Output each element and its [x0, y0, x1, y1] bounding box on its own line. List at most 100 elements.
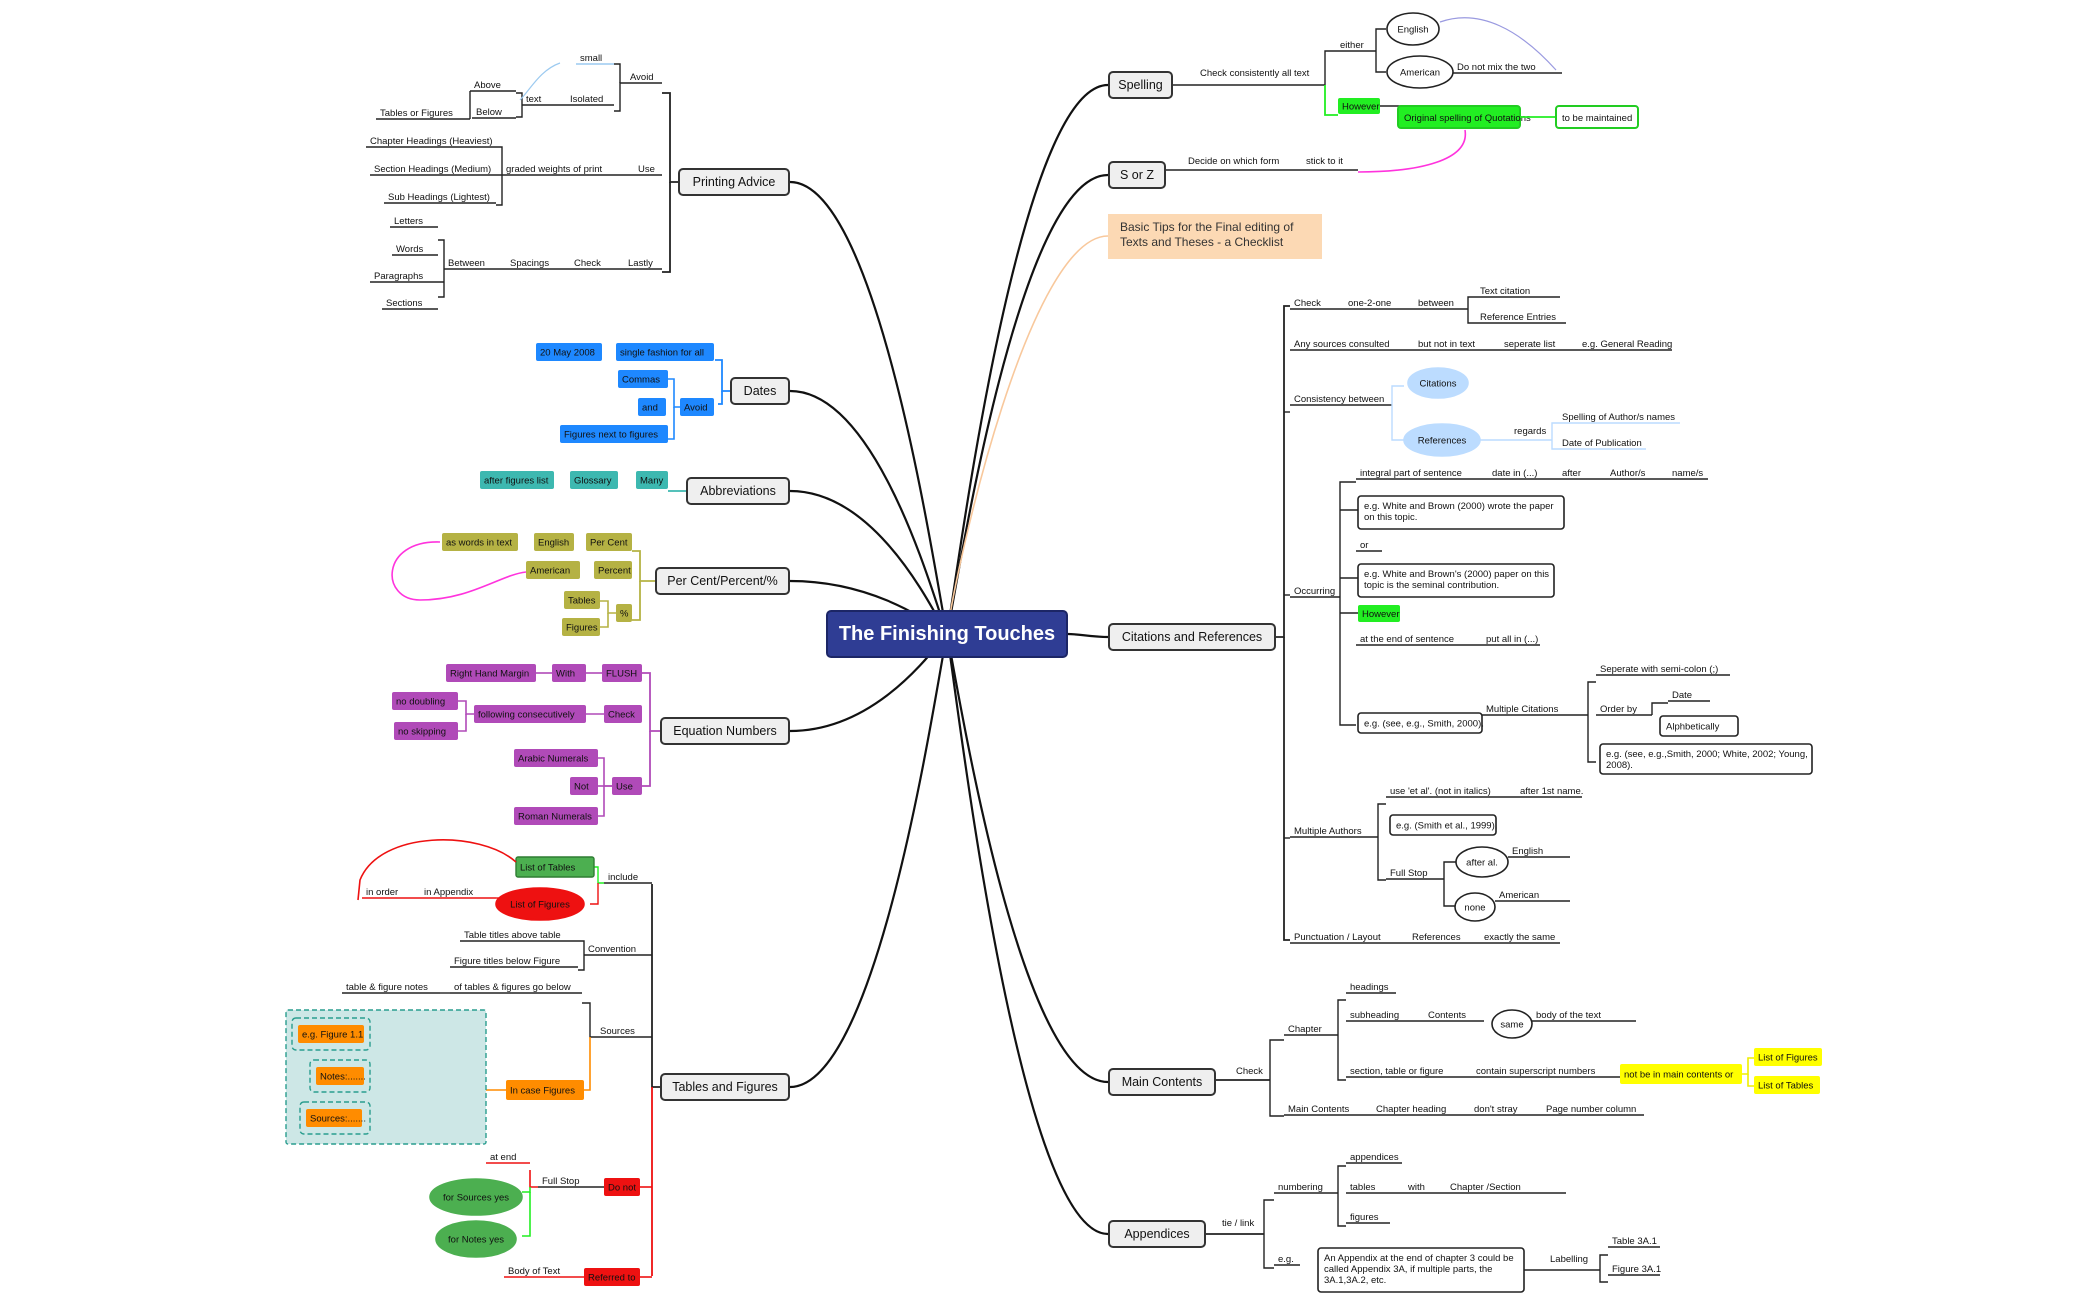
abbr-many-label: Many: [640, 476, 663, 487]
spelling-english-node: English: [1397, 25, 1428, 36]
topic-citations-and-references[interactable]: Citations and References: [1108, 623, 1276, 651]
main-lof-label-tag: [1754, 1048, 1822, 1066]
citations-integral-label: integral part of sentence: [1360, 468, 1462, 479]
citations-separate-label: seperate list: [1504, 339, 1556, 350]
citations-date-label: Date: [1672, 690, 1692, 701]
equation-no-skipping-label: no skipping: [398, 727, 446, 738]
topic-printing-advice[interactable]: Printing Advice: [678, 168, 790, 196]
percent-symbol-label: %: [620, 609, 629, 620]
tf-eg-fig-label: e.g. Figure 1.1: [302, 1030, 363, 1041]
citations-full-stop: Full Stop: [1390, 868, 1428, 879]
equation-check-label-tag: [604, 705, 642, 723]
topic-dates[interactable]: Dates: [730, 377, 790, 405]
equation-with-label: With: [556, 669, 575, 680]
connector-line: [578, 955, 585, 971]
abbr-many-label-tag: [636, 471, 668, 489]
topic-appendices[interactable]: Appendices: [1108, 1220, 1206, 1248]
appendices-chapter-section-label: Chapter /Section: [1450, 1182, 1521, 1193]
connector-line: [496, 175, 503, 206]
printing-lastly-label: Lastly: [628, 258, 653, 269]
trunk-printing: [789, 180, 949, 635]
citations-after-label: after: [1562, 468, 1581, 479]
citations-exactly-label: exactly the same: [1484, 932, 1555, 943]
citations-text-citation: Text citation: [1480, 286, 1530, 297]
topic-spelling[interactable]: Spelling: [1108, 71, 1173, 99]
connector-line: [1269, 1080, 1284, 1117]
connector-line: [516, 105, 523, 118]
appendices-tables-label: tables: [1350, 1182, 1376, 1193]
connector-line: [614, 63, 621, 83]
connector-line: [1467, 309, 1476, 324]
citations-citations-node: Citations: [1420, 379, 1457, 390]
citations-end-sentence: at the end of sentence: [1360, 634, 1454, 645]
citations-after-al-node-shape: [1455, 846, 1509, 878]
central-topic[interactable]: The Finishing Touches: [826, 610, 1068, 658]
printing-above-label: Above: [474, 80, 501, 91]
citations-eg-general-label: e.g. General Reading: [1582, 339, 1672, 350]
main-mc-label: Main Contents: [1288, 1104, 1350, 1115]
sorz-relationship-line: [1357, 129, 1466, 173]
connector-line: [600, 613, 609, 628]
connector-line: [718, 391, 723, 405]
citations-eg-smith-et-box: [1389, 814, 1497, 836]
percent-per-cent-label-tag: [586, 533, 632, 551]
topic-main-contents[interactable]: Main Contents: [1108, 1068, 1216, 1096]
connector-line: [662, 92, 678, 183]
citations-or-label: or: [1360, 540, 1368, 551]
main-lof-label: List of Figures: [1758, 1053, 1818, 1064]
percent-american-label: American: [530, 566, 570, 577]
tf-do-not-label: Do not: [608, 1183, 636, 1194]
appendices-eg-label: e.g.: [1278, 1254, 1294, 1265]
connector-line: [1283, 637, 1290, 941]
dates-single-label-tag: [616, 343, 714, 361]
dates-and-label: and: [642, 403, 658, 414]
tf-notes-dots-label: Notes:.......: [320, 1072, 366, 1083]
connector-line: [632, 581, 641, 621]
percent-tables-label: Tables: [568, 596, 596, 607]
citations-however-label-tag: [1358, 605, 1400, 622]
citations-multiple-citations: Multiple Citations: [1486, 704, 1559, 715]
connector-line: [598, 786, 605, 817]
connector-line: [584, 1037, 591, 1091]
tf-notes-label: table & figure notes: [346, 982, 428, 993]
tf-convention-label: Convention: [588, 944, 636, 955]
citations-date-in-label: date in (...): [1492, 468, 1537, 479]
citations-english-label: English: [1512, 846, 1543, 857]
printing-paragraphs-label: Paragraphs: [374, 271, 423, 282]
topic-s-or-z[interactable]: S or Z: [1108, 161, 1166, 189]
percent-per-cent-label: Per Cent: [590, 538, 628, 549]
main-body-label: body of the text: [1536, 1010, 1601, 1021]
percent-english-label: English: [538, 538, 569, 549]
appendices-eg-text: An Appendix at the end of chapter 3 coul…: [1324, 1253, 1514, 1286]
connector-line: [614, 82, 626, 112]
connector-line: [458, 714, 467, 732]
trunk-citations: [1067, 632, 1109, 639]
tf-dash-box-1: [291, 1017, 371, 1051]
citations-eg2: e.g. White and Brown's (2000) paper on t…: [1364, 569, 1549, 591]
connector-line: [582, 1002, 596, 1038]
citations-alpha-box: [1659, 715, 1739, 737]
citations-consistency-label: Consistency between: [1294, 394, 1384, 405]
percent-relationship-line: [391, 541, 527, 601]
spelling-relationship-line: [1439, 17, 1557, 71]
percent-tables-label-tag: [564, 591, 600, 609]
dates-date-label-tag: [536, 343, 602, 361]
connector-line: [458, 700, 474, 715]
citations-american-label: American: [1499, 890, 1539, 901]
topic-tables-and-figures[interactable]: Tables and Figures: [660, 1073, 790, 1101]
printing-below-label: Below: [476, 107, 502, 118]
connector-line: [1377, 837, 1386, 881]
spelling-american-node-shape: [1386, 55, 1454, 89]
description-note[interactable]: Basic Tips for the Final editing of Text…: [1108, 214, 1322, 259]
trunk-dates: [789, 389, 949, 635]
connector-line: [642, 672, 660, 732]
tf-lot-label: List of Tables: [520, 863, 576, 874]
connector-line: [1587, 681, 1596, 715]
topic-per-cent[interactable]: Per Cent/Percent/%: [655, 567, 790, 595]
topic-equation-numbers[interactable]: Equation Numbers: [660, 717, 790, 745]
trunk-tables-figures: [789, 633, 949, 1089]
topic-abbreviations[interactable]: Abbreviations: [686, 477, 790, 505]
main-contents-label: Contents: [1428, 1010, 1466, 1021]
connector-line: [1742, 1057, 1754, 1075]
citations-eg-smith: e.g. (see, e.g., Smith, 2000).: [1364, 719, 1484, 730]
